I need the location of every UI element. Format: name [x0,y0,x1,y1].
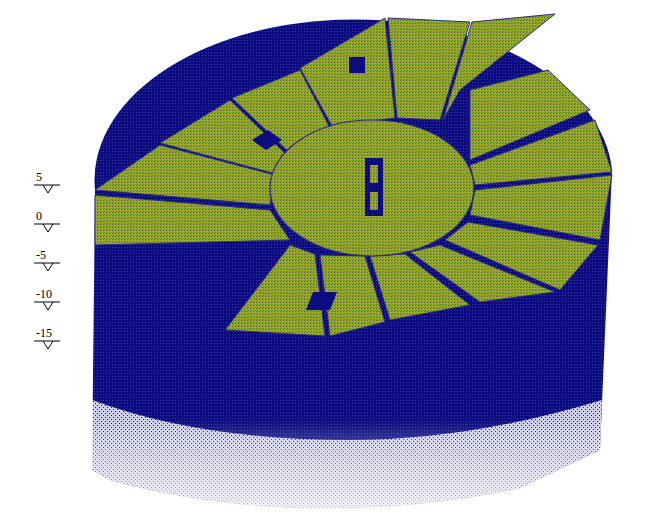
central-slab [270,120,474,256]
level-value: -5 [36,249,46,262]
slab-openings [252,57,383,310]
opening-detail [370,192,378,210]
level-value: -10 [36,288,52,301]
level-marks [34,185,60,349]
mesh-fade [88,420,608,515]
opening-detail [370,165,378,183]
level-value: -15 [36,327,52,340]
level-value: 5 [36,171,42,184]
slab-sectors [95,14,612,336]
level-value: 0 [36,210,42,223]
